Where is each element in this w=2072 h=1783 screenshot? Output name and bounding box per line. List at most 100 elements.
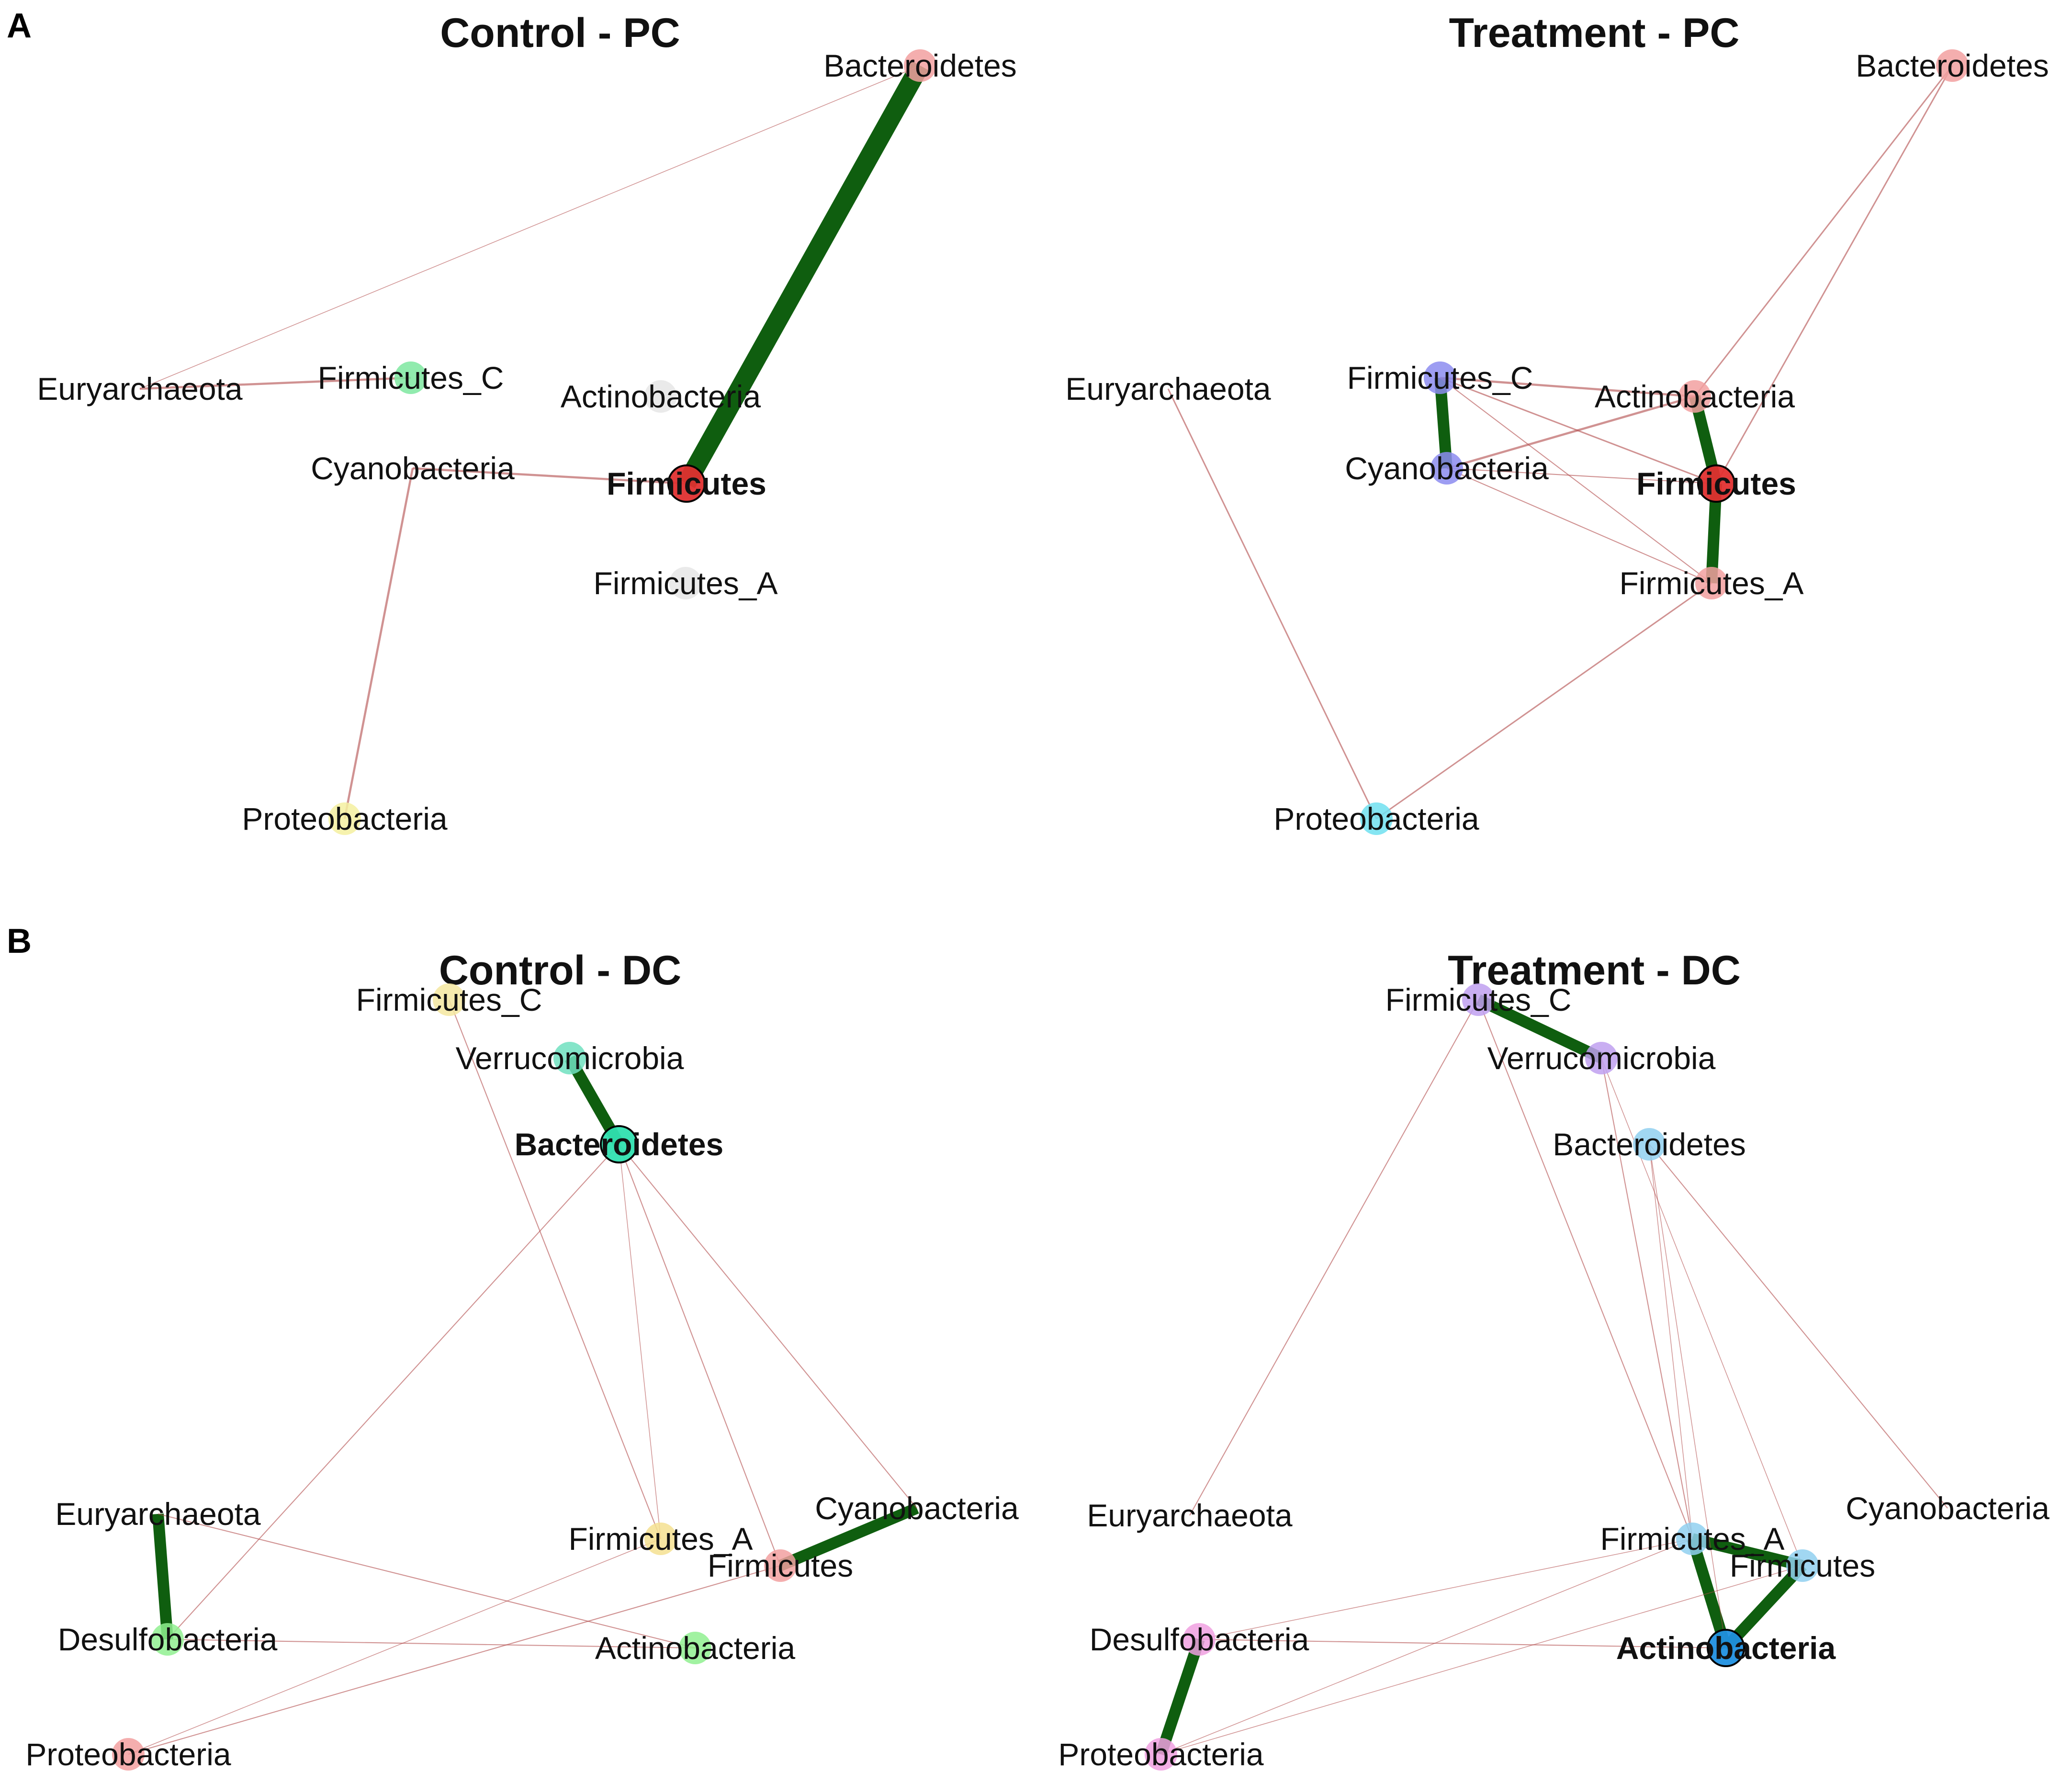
positive-edge <box>1691 1533 1804 1571</box>
negative-edge <box>619 1144 917 1509</box>
node-label: Euryarchaeota <box>1065 371 1271 406</box>
network-treatment-pc: Treatment - PC BacteroidetesEuryarchaeot… <box>1065 10 2049 836</box>
negative-edge <box>139 65 921 389</box>
negative-edge <box>1199 1538 1693 1640</box>
node-label: Firmicutes <box>708 1548 853 1583</box>
node-label: Cyanobacteria <box>1345 451 1549 486</box>
negative-edge <box>167 1144 619 1640</box>
negative-edge <box>139 376 411 390</box>
negative-edge <box>1649 1144 1726 1648</box>
node-label: Firmicutes_A <box>1619 565 1803 601</box>
node-proteobacteria <box>328 802 361 835</box>
node-label: Firmicutes <box>607 466 766 501</box>
negative-edge <box>1440 377 1712 584</box>
node-firmicutes <box>1786 1549 1819 1582</box>
node-label: Desulfobacteria <box>1090 1622 1309 1657</box>
node-label: Firmicutes_C <box>1347 360 1533 395</box>
node-label: Bacteroidetes <box>515 1127 724 1162</box>
node-bacteroidetes <box>1633 1128 1666 1161</box>
negative-edge <box>1440 376 1695 398</box>
node-label: Cyanobacteria <box>1846 1490 2049 1526</box>
node-bacteroidetes <box>1936 49 1969 82</box>
node-label: Euryarchaeota <box>37 371 243 406</box>
node-label: Proteobacteria <box>1273 801 1479 836</box>
node-proteobacteria <box>1360 802 1393 835</box>
node-firmicutes-c <box>394 361 427 394</box>
node-label: Actinobacteria <box>1616 1630 1836 1666</box>
negative-edge <box>619 1144 661 1539</box>
node-label: Euryarchaeota <box>55 1496 261 1532</box>
node-layer: Firmicutes_CVerrucomicrobiaBacteroidetes… <box>25 982 1019 1772</box>
negative-edge <box>1199 1638 1726 1649</box>
edge-layer <box>1167 65 1953 820</box>
negative-edge <box>1694 65 1953 397</box>
node-label: Euryarchaeota <box>1087 1498 1293 1533</box>
node-label: Actinobacteria <box>1595 379 1795 414</box>
node-label: Cyanobacteria <box>815 1490 1019 1526</box>
node-label: Actinobacteria <box>561 379 761 414</box>
node-label: Proteobacteria <box>242 801 448 836</box>
node-actinobacteria <box>679 1632 711 1664</box>
node-label: Proteobacteria <box>1058 1737 1264 1772</box>
node-actinobacteria <box>1678 380 1711 413</box>
negative-edge <box>412 467 687 485</box>
edge-layer <box>1155 994 1948 1756</box>
node-label: Desulfobacteria <box>58 1622 278 1657</box>
node-label: Firmicutes <box>1730 1548 1875 1583</box>
negative-edge <box>1446 467 1717 485</box>
node-label: Firmicutes_A <box>593 565 777 601</box>
negative-edge <box>1600 1058 1693 1539</box>
positive-edge <box>1155 1637 1205 1756</box>
node-verrucomicrobia <box>553 1042 586 1074</box>
node-label: Firmicutes_A <box>1600 1521 1784 1557</box>
negative-edge <box>449 999 661 1539</box>
negative-edge <box>619 1144 781 1566</box>
negative-edge <box>1160 1538 1693 1755</box>
negative-edge <box>1446 395 1695 470</box>
negative-edge <box>1715 65 1953 484</box>
node-label: Cyanobacteria <box>311 451 515 486</box>
node-label: Firmicutes_C <box>1385 982 1572 1017</box>
node-firmicutes <box>1697 464 1735 503</box>
node-firmicutes <box>764 1549 797 1582</box>
negative-edge <box>1478 999 1693 1539</box>
network-control-dc: Control - DC Firmicutes_CVerrucomicrobia… <box>25 948 1019 1772</box>
network-title: Control - PC <box>440 10 680 56</box>
negative-edge <box>1167 388 1377 819</box>
edge-layer <box>139 61 929 819</box>
negative-edge <box>1189 999 1479 1516</box>
negative-edge <box>1160 1565 1803 1755</box>
negative-edge <box>343 468 414 819</box>
network-title: Treatment - DC <box>1448 948 1741 993</box>
node-label: Bacteroidetes <box>1553 1127 1746 1162</box>
negative-edge <box>1649 1144 1948 1509</box>
negative-edge <box>167 1638 696 1649</box>
network-title: Treatment - PC <box>1449 10 1740 56</box>
positive-edge <box>678 61 929 488</box>
positive-edge <box>1475 994 1604 1063</box>
node-label: Bacteroidetes <box>823 48 1017 83</box>
negative-edge <box>128 1565 781 1755</box>
negative-edge <box>128 1538 661 1755</box>
node-firmicutes-c <box>1462 983 1495 1016</box>
node-desulfobacteria <box>1183 1623 1216 1656</box>
network-treatment-dc: Treatment - DC Firmicutes_C Verrucomicrob… <box>1058 948 2049 1772</box>
positive-edge <box>152 1513 173 1640</box>
node-label: Firmicutes_C <box>318 360 504 395</box>
node-bacteroidetes <box>904 49 936 82</box>
negative-edge <box>1649 1144 1693 1539</box>
node-actinobacteria <box>644 380 677 413</box>
node-label: Verrucomicrobia <box>456 1040 684 1076</box>
node-firmicutes-a <box>644 1523 677 1555</box>
node-label: Firmicutes_A <box>568 1521 753 1557</box>
node-firmicutes-c <box>433 983 465 1016</box>
node-verrucomicrobia <box>1585 1042 1618 1074</box>
node-firmicutes-a <box>1695 567 1728 599</box>
node-label: Verrucomicrobia <box>1487 1040 1716 1076</box>
node-firmicutes-a <box>1676 1523 1709 1555</box>
node-layer: Firmicutes_C VerrucomicrobiaBacteroidetes… <box>1058 982 2049 1772</box>
